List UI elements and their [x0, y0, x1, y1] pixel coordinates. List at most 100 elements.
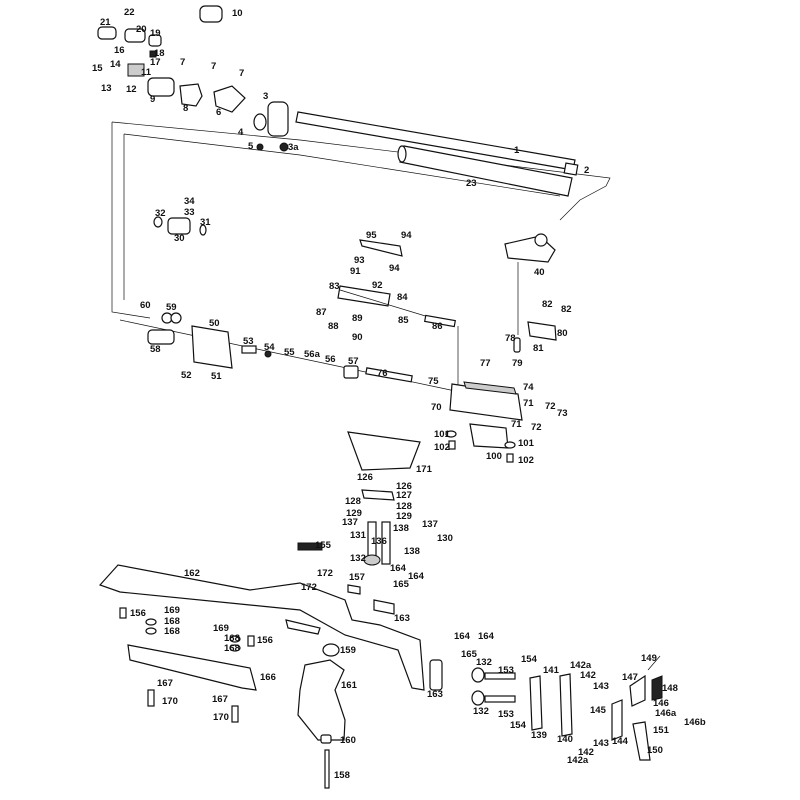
part-label-15: 15	[92, 63, 103, 74]
front-sight-parts	[97, 5, 289, 152]
part-label-21: 21	[100, 17, 111, 28]
cocking-parts	[337, 239, 456, 328]
part-label-23: 23	[466, 178, 477, 189]
grip	[297, 643, 346, 789]
part-label-167: 167	[157, 678, 173, 689]
part-label-73: 73	[557, 408, 568, 419]
part-label-132: 132	[473, 706, 489, 717]
part-label-164: 164	[454, 631, 471, 642]
part-label-164: 164	[478, 631, 495, 642]
part-label-144: 144	[612, 736, 629, 747]
receiver	[445, 381, 523, 463]
part-label-143: 143	[593, 681, 609, 692]
part-label-92: 92	[372, 280, 383, 291]
stock	[98, 542, 425, 691]
part-label-155: 155	[315, 540, 332, 551]
part-label-159: 159	[340, 645, 356, 656]
part-label-3a: 3a	[288, 142, 299, 153]
part-label-1: 1	[514, 145, 520, 156]
part-label-56: 56	[325, 354, 336, 365]
part-label-169: 169	[164, 605, 180, 616]
part-label-136: 136	[371, 536, 387, 547]
part-label-95: 95	[366, 230, 377, 241]
part-label-101: 101	[518, 438, 535, 449]
forend	[119, 607, 257, 723]
part-label-130: 130	[437, 533, 453, 544]
part-label-31: 31	[200, 217, 211, 228]
part-label-131: 131	[350, 530, 367, 541]
part-label-53: 53	[243, 336, 254, 347]
part-label-168: 168	[224, 643, 240, 654]
part-label-78: 78	[505, 333, 516, 344]
part-label-102: 102	[518, 455, 534, 466]
part-label-142: 142	[580, 670, 596, 681]
part-label-89: 89	[352, 313, 363, 324]
part-label-76: 76	[377, 368, 388, 379]
part-label-10: 10	[232, 8, 243, 19]
part-label-3: 3	[263, 91, 268, 102]
bolt-parts	[119, 312, 461, 393]
part-label-164: 164	[390, 563, 407, 574]
part-label-165: 165	[393, 579, 410, 590]
part-label-164: 164	[408, 571, 425, 582]
part-label-138: 138	[404, 546, 420, 557]
part-label-129: 129	[396, 511, 412, 522]
part-label-161: 161	[341, 680, 358, 691]
part-label-101: 101	[434, 429, 451, 440]
sight-assembly	[504, 233, 557, 353]
part-label-71: 71	[523, 398, 534, 409]
part-label-9: 9	[150, 94, 155, 105]
part-label-149: 149	[641, 653, 657, 664]
part-label-7: 7	[180, 57, 185, 68]
part-label-156: 156	[130, 608, 146, 619]
part-label-142: 142	[578, 747, 594, 758]
part-label-13: 13	[101, 83, 112, 94]
part-label-5: 5	[248, 141, 254, 152]
part-label-52: 52	[181, 370, 192, 381]
part-label-137: 137	[342, 517, 358, 528]
part-label-132: 132	[350, 553, 366, 564]
part-label-142a: 142a	[570, 660, 592, 671]
anschutz-logo-plate	[297, 542, 323, 551]
part-label-150: 150	[647, 745, 663, 756]
part-label-156: 156	[257, 635, 273, 646]
part-label-81: 81	[533, 343, 544, 354]
part-label-18: 18	[154, 48, 165, 59]
part-label-55: 55	[284, 347, 295, 358]
part-label-102: 102	[434, 442, 450, 453]
part-label-168: 168	[164, 616, 180, 627]
part-label-56a: 56a	[304, 349, 321, 360]
part-label-129: 129	[346, 508, 362, 519]
part-label-70: 70	[431, 402, 442, 413]
part-30-assembly	[153, 216, 207, 236]
part-label-30: 30	[174, 233, 185, 244]
part-label-154: 154	[521, 654, 538, 665]
part-label-138: 138	[393, 523, 409, 534]
part-label-168: 168	[224, 633, 240, 644]
part-label-158: 158	[334, 770, 350, 781]
part-label-165: 165	[461, 649, 478, 660]
part-label-93: 93	[354, 255, 365, 266]
part-label-84: 84	[397, 292, 408, 303]
part-label-91: 91	[350, 266, 361, 277]
part-label-86: 86	[432, 321, 443, 332]
part-label-90: 90	[352, 332, 363, 343]
part-label-19: 19	[150, 28, 161, 39]
part-label-32: 32	[155, 208, 166, 219]
assembly-frame-lines	[111, 121, 611, 395]
part-label-17: 17	[150, 57, 161, 68]
part-label-40: 40	[534, 267, 545, 278]
part-label-170: 170	[162, 696, 178, 707]
part-label-4: 4	[238, 127, 244, 138]
part-label-82: 82	[542, 299, 553, 310]
part-label-20: 20	[136, 24, 147, 35]
part-label-128: 128	[396, 501, 412, 512]
part-label-140: 140	[557, 734, 573, 745]
part-label-146a: 146a	[655, 708, 677, 719]
part-label-88: 88	[328, 321, 339, 332]
part-label-128: 128	[345, 496, 361, 507]
part-label-146b: 146b	[684, 717, 706, 728]
part-label-132: 132	[476, 657, 492, 668]
